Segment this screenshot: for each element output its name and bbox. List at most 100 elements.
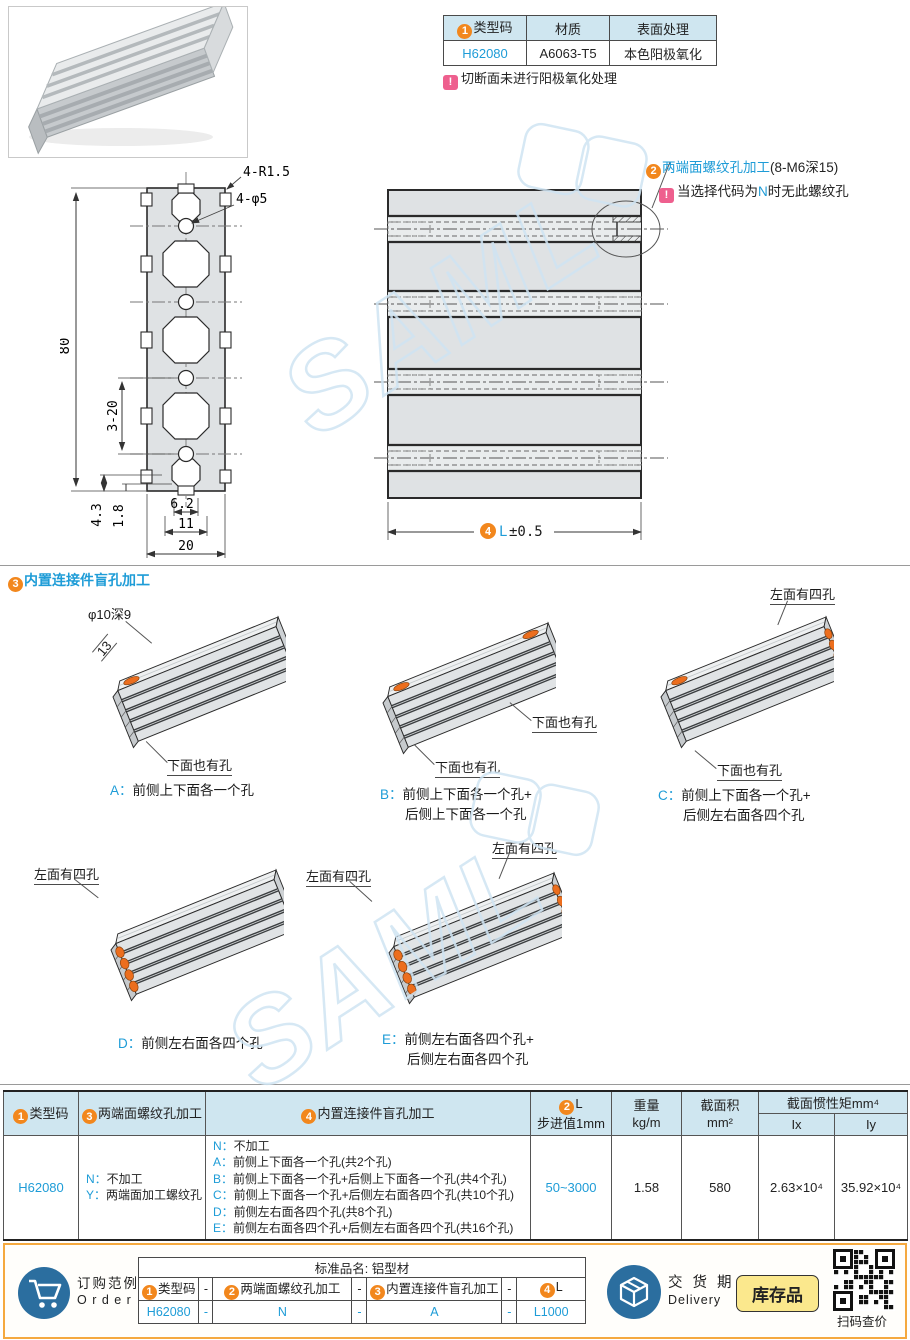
caption-e-line2: 后侧左右面各四个孔 [407,1052,529,1067]
order-std-name: 标准品名: 铝型材 [138,1257,586,1278]
iso-drawing-c [656,610,848,755]
order-dash-value: - [351,1300,368,1324]
left-four-holes-label: 左面有四孔 [770,584,836,605]
dim-3-20: 3-20 [106,400,121,431]
qr-caption: 扫码查价 [837,1315,888,1329]
dim-l-tol: ±0.5 [509,524,543,540]
left-four-holes-label: 左面有四孔 [34,864,100,885]
side-view-drawing: 4 L ±0.5 [374,161,671,542]
cart-icon [18,1267,70,1319]
spec-ix: 2.63×10⁴ [758,1135,835,1241]
spec-header-ix: Ix [758,1113,835,1136]
caption-c: C：前侧上下面各一个孔+ [658,788,811,803]
spec-length-range: 50~3000 [530,1135,612,1241]
order-v2: N [212,1300,353,1324]
warning-icon: ! [443,74,458,90]
dim-20: 20 [178,539,194,554]
caption-e: E：前侧左右面各四个孔+ [382,1032,534,1047]
order-v1: H62080 [137,1300,200,1324]
dim-4-r1-5: 4-R1.5 [243,165,290,180]
dim-6-2: 6.2 [170,497,193,512]
spec-iy: 35.92×10⁴ [834,1135,908,1241]
stock-badge: 库存品 [736,1275,819,1312]
material-header: 材质 [526,15,610,41]
badge-2-icon: 2 [646,163,661,179]
caption-c-line2: 后侧左右面各四个孔 [683,808,805,823]
material-value: A6063-T5 [526,40,610,66]
surface-value: 本色阳极氧化 [609,40,717,66]
order-dash: - [501,1277,518,1301]
section-divider [0,565,910,566]
bottom-hole-label: 下面也有孔 [717,760,783,781]
section-divider [0,1084,910,1085]
bottom-hole-label: 下面也有孔 [167,755,233,776]
order-title-cn: 订购范例 [77,1276,139,1291]
spec-weight: 1.58 [611,1135,682,1241]
spec-header-inertia: 截面惯性矩mm⁴ [758,1090,908,1114]
type-code-value: H62080 [443,40,527,66]
spec-header-iy: Iy [834,1113,908,1136]
dim-11: 11 [178,517,194,532]
dim-4-3: 4.3 [90,503,105,526]
spec-type-code: H62080 [3,1135,79,1241]
delivery-icon [607,1265,661,1319]
left-four-holes-label: 左面有四孔 [492,838,558,859]
order-v3: A [366,1300,503,1324]
spec-thread-options: N：不加工 Y：两端面加工螺纹孔 [78,1135,206,1241]
iso-drawing-a [108,610,300,755]
order-dash: - [198,1277,214,1301]
bottom-hole-label: 下面也有孔 [435,757,501,778]
caption-a: A：前侧上下面各一个孔 [110,783,255,798]
dim-l-letter: L [499,524,507,540]
order-dash-value: - [198,1300,214,1324]
anodize-note: !切断面未进行阳极氧化处理 [443,68,617,90]
left-four-holes-label: 左面有四孔 [306,866,372,887]
order-dash-value: - [501,1300,518,1324]
product-photo [8,1,248,158]
iso-drawing-d [106,863,298,1008]
delivery-label-en: Delivery [668,1293,722,1307]
dim-80: 80 [60,338,73,355]
dim-1-8: 1.8 [112,504,127,527]
spec-area: 580 [681,1135,759,1241]
cross-section-drawing: 80 3-20 4.3 1.8 6.2 11 20 4-R1.5 4-φ5 [60,165,290,558]
spec-row: H62080 N：不加工 Y：两端面加工螺纹孔 N：不加工 A：前侧上下面各一个… [3,1135,908,1241]
delivery-label-cn: 交 货 期 [668,1275,735,1291]
thread-callout-note: !当选择代码为N时无此螺纹孔 [659,180,849,203]
badge-1-icon: 1 [457,23,473,39]
iso-drawing-e [384,866,576,1011]
qr-code [833,1249,895,1311]
badge-3-icon: 3 [8,576,23,592]
caption-d: D：前侧左右面各四个孔 [118,1036,263,1051]
iso-drawing-b [378,616,570,761]
caption-b-line2: 后侧上下面各一个孔 [405,807,527,822]
order-v4: L1000 [516,1300,586,1324]
warning-icon: ! [659,187,674,203]
hole-dim-label: φ10深9 [88,607,132,622]
dim-4-phi5: 4-φ5 [236,192,267,207]
dim-l-badge: 4 [485,525,492,538]
surface-header: 表面处理 [609,15,717,41]
spec-blind-options: N：不加工 A：前侧上下面各一个孔(共2个孔) B：前侧上下面各一个孔+后侧上下… [205,1135,531,1241]
order-dash: - [351,1277,368,1301]
bottom-hole-label: 下面也有孔 [532,712,598,733]
aluminum-profile-photo [28,1,234,155]
